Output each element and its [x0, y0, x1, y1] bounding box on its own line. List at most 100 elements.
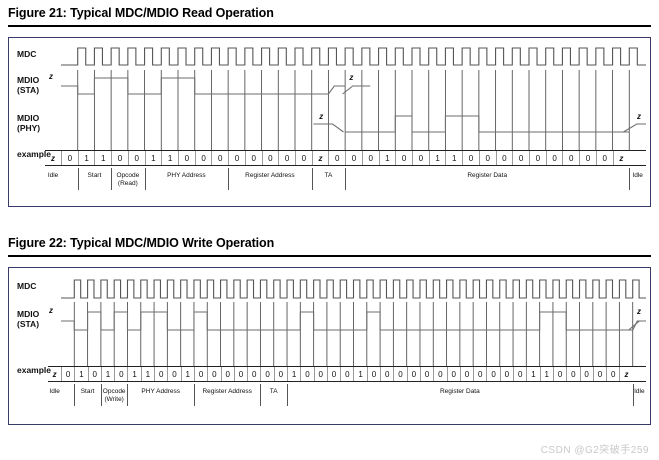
example-bit-cell: 0 [261, 151, 279, 165]
segment-divider [74, 384, 76, 406]
segment-divider [260, 384, 262, 406]
example-bit-cell: 1 [526, 367, 539, 381]
segment-divider [228, 168, 230, 190]
example-bit-cell: 0 [606, 367, 619, 381]
row-label-main: example [17, 149, 52, 159]
example-bit-cell: 0 [579, 367, 593, 381]
example-bit-cell: 1 [539, 367, 553, 381]
row-label-main: MDIO [17, 75, 40, 85]
example-bit-cell: 0 [345, 151, 362, 165]
example-bit-cell: 0 [278, 151, 295, 165]
segment-divider [111, 168, 113, 190]
row-label-sub: (STA) [17, 84, 40, 95]
segment-label-line: Register Data [439, 388, 480, 395]
segment-label-line: Opcode [102, 388, 126, 395]
example-bit-cell: 0 [446, 367, 460, 381]
segment-label-ta: TA [283, 172, 373, 180]
row-label-main: MDIO [17, 309, 40, 319]
example-bit-cell: 0 [545, 151, 563, 165]
example-bit-cell: 0 [328, 151, 345, 165]
example-bit-cell: 0 [592, 367, 606, 381]
example-bit-cell: 1 [287, 367, 300, 381]
z-marker-sta-start: z [49, 72, 53, 81]
example-bit-cell: 1 [428, 151, 446, 165]
example-bit-cell: 0 [361, 151, 379, 165]
example-bit-cell: 0 [60, 151, 78, 165]
row-label-sub: (STA) [17, 318, 40, 329]
example-bit-cell: 1 [127, 367, 140, 381]
row-label-main: example [17, 365, 52, 375]
segment-label-line: Register Data [467, 172, 508, 179]
segment-label-phy-address: PHY Address [116, 388, 206, 396]
example-bit-cell: 0 [294, 151, 312, 165]
example-bit-cell: 0 [211, 151, 228, 165]
example-bit-cell: 0 [194, 151, 212, 165]
figure-21-title: Figure 21: Typical MDC/MDIO Read Operati… [8, 6, 274, 20]
example-bit-cell: 0 [220, 367, 234, 381]
waveform-canvas [61, 279, 646, 366]
segment-label-register-data: Register Data [415, 388, 505, 396]
row-label-mdc: MDC [17, 281, 37, 292]
example-bit-cell: z [51, 153, 56, 163]
segment-label-idle-end: Idle [594, 388, 659, 396]
segment-label-register-address: Register Address [182, 388, 272, 396]
z-marker-sta-end: z [637, 307, 641, 316]
example-bit-cell: 0 [393, 367, 406, 381]
segment-label-start: Start [43, 388, 133, 396]
row-label-example: example [17, 365, 52, 376]
example-bit-cell: 0 [462, 151, 479, 165]
example-bit-cell: z [311, 151, 329, 165]
example-bit-cell: 0 [473, 367, 486, 381]
row-label-sub: (PHY) [17, 122, 41, 133]
segment-label-line: TA [269, 388, 278, 395]
watermark-text: CSDN @G2突破手259 [540, 445, 649, 456]
example-bit-cell: 0 [340, 367, 353, 381]
example-bit-cell: 0 [513, 367, 526, 381]
example-bit-cell: 0 [154, 367, 167, 381]
segment-label-line: Start [87, 172, 102, 179]
example-bit-cell: z [52, 369, 57, 379]
figure-22-title-rule [8, 255, 651, 257]
example-bit-cell: 0 [512, 151, 529, 165]
segment-label-line: TA [324, 172, 333, 179]
row-label-main: MDIO [17, 113, 40, 123]
row-label-main: MDC [17, 281, 37, 291]
example-bit-cell: 1 [180, 367, 194, 381]
segment-divider [193, 384, 195, 406]
example-bit-cell: 1 [94, 151, 111, 165]
example-bit-cell: 0 [111, 151, 128, 165]
example-bit-cell: 0 [459, 367, 473, 381]
example-bit-cell: 0 [167, 367, 180, 381]
example-bit-cell: 1 [353, 367, 366, 381]
example-bit-cell: 0 [486, 367, 499, 381]
segment-divider [629, 168, 631, 190]
example-bit-cell: 0 [260, 367, 273, 381]
z-marker-phy-start: z [319, 112, 324, 121]
segment-label-idle: Idle [8, 172, 98, 180]
example-bit-cell: 0 [87, 367, 101, 381]
segment-divider [287, 384, 289, 406]
example-bit-cell: 0 [273, 367, 287, 381]
segment-label-line: (Read) [117, 180, 138, 188]
segment-label-line: Start [80, 388, 95, 395]
example-bit-cell: 0 [595, 151, 613, 165]
example-bit-cell: 0 [326, 367, 340, 381]
segment-label-line: Register Address [245, 172, 295, 179]
example-bit-cell: 0 [177, 151, 195, 165]
example-bit-cell: 0 [313, 367, 327, 381]
figure-21-block: Figure 21: Typical MDC/MDIO Read Operati… [8, 6, 651, 207]
segment-label-phy-address: PHY Address [141, 172, 231, 180]
example-bit-cell: z [612, 151, 630, 165]
example-bit-cell: 0 [499, 367, 513, 381]
example-bit-cell: z [619, 367, 632, 381]
segment-label-line: PHY Address [167, 172, 206, 179]
figure-22-title: Figure 22: Typical MDC/MDIO Write Operat… [8, 236, 275, 250]
example-bit-cell: 0 [419, 367, 433, 381]
row-label-main: MDC [17, 49, 37, 59]
example-bit-cell: 0 [552, 367, 566, 381]
example-bit-cell: 0 [366, 367, 380, 381]
